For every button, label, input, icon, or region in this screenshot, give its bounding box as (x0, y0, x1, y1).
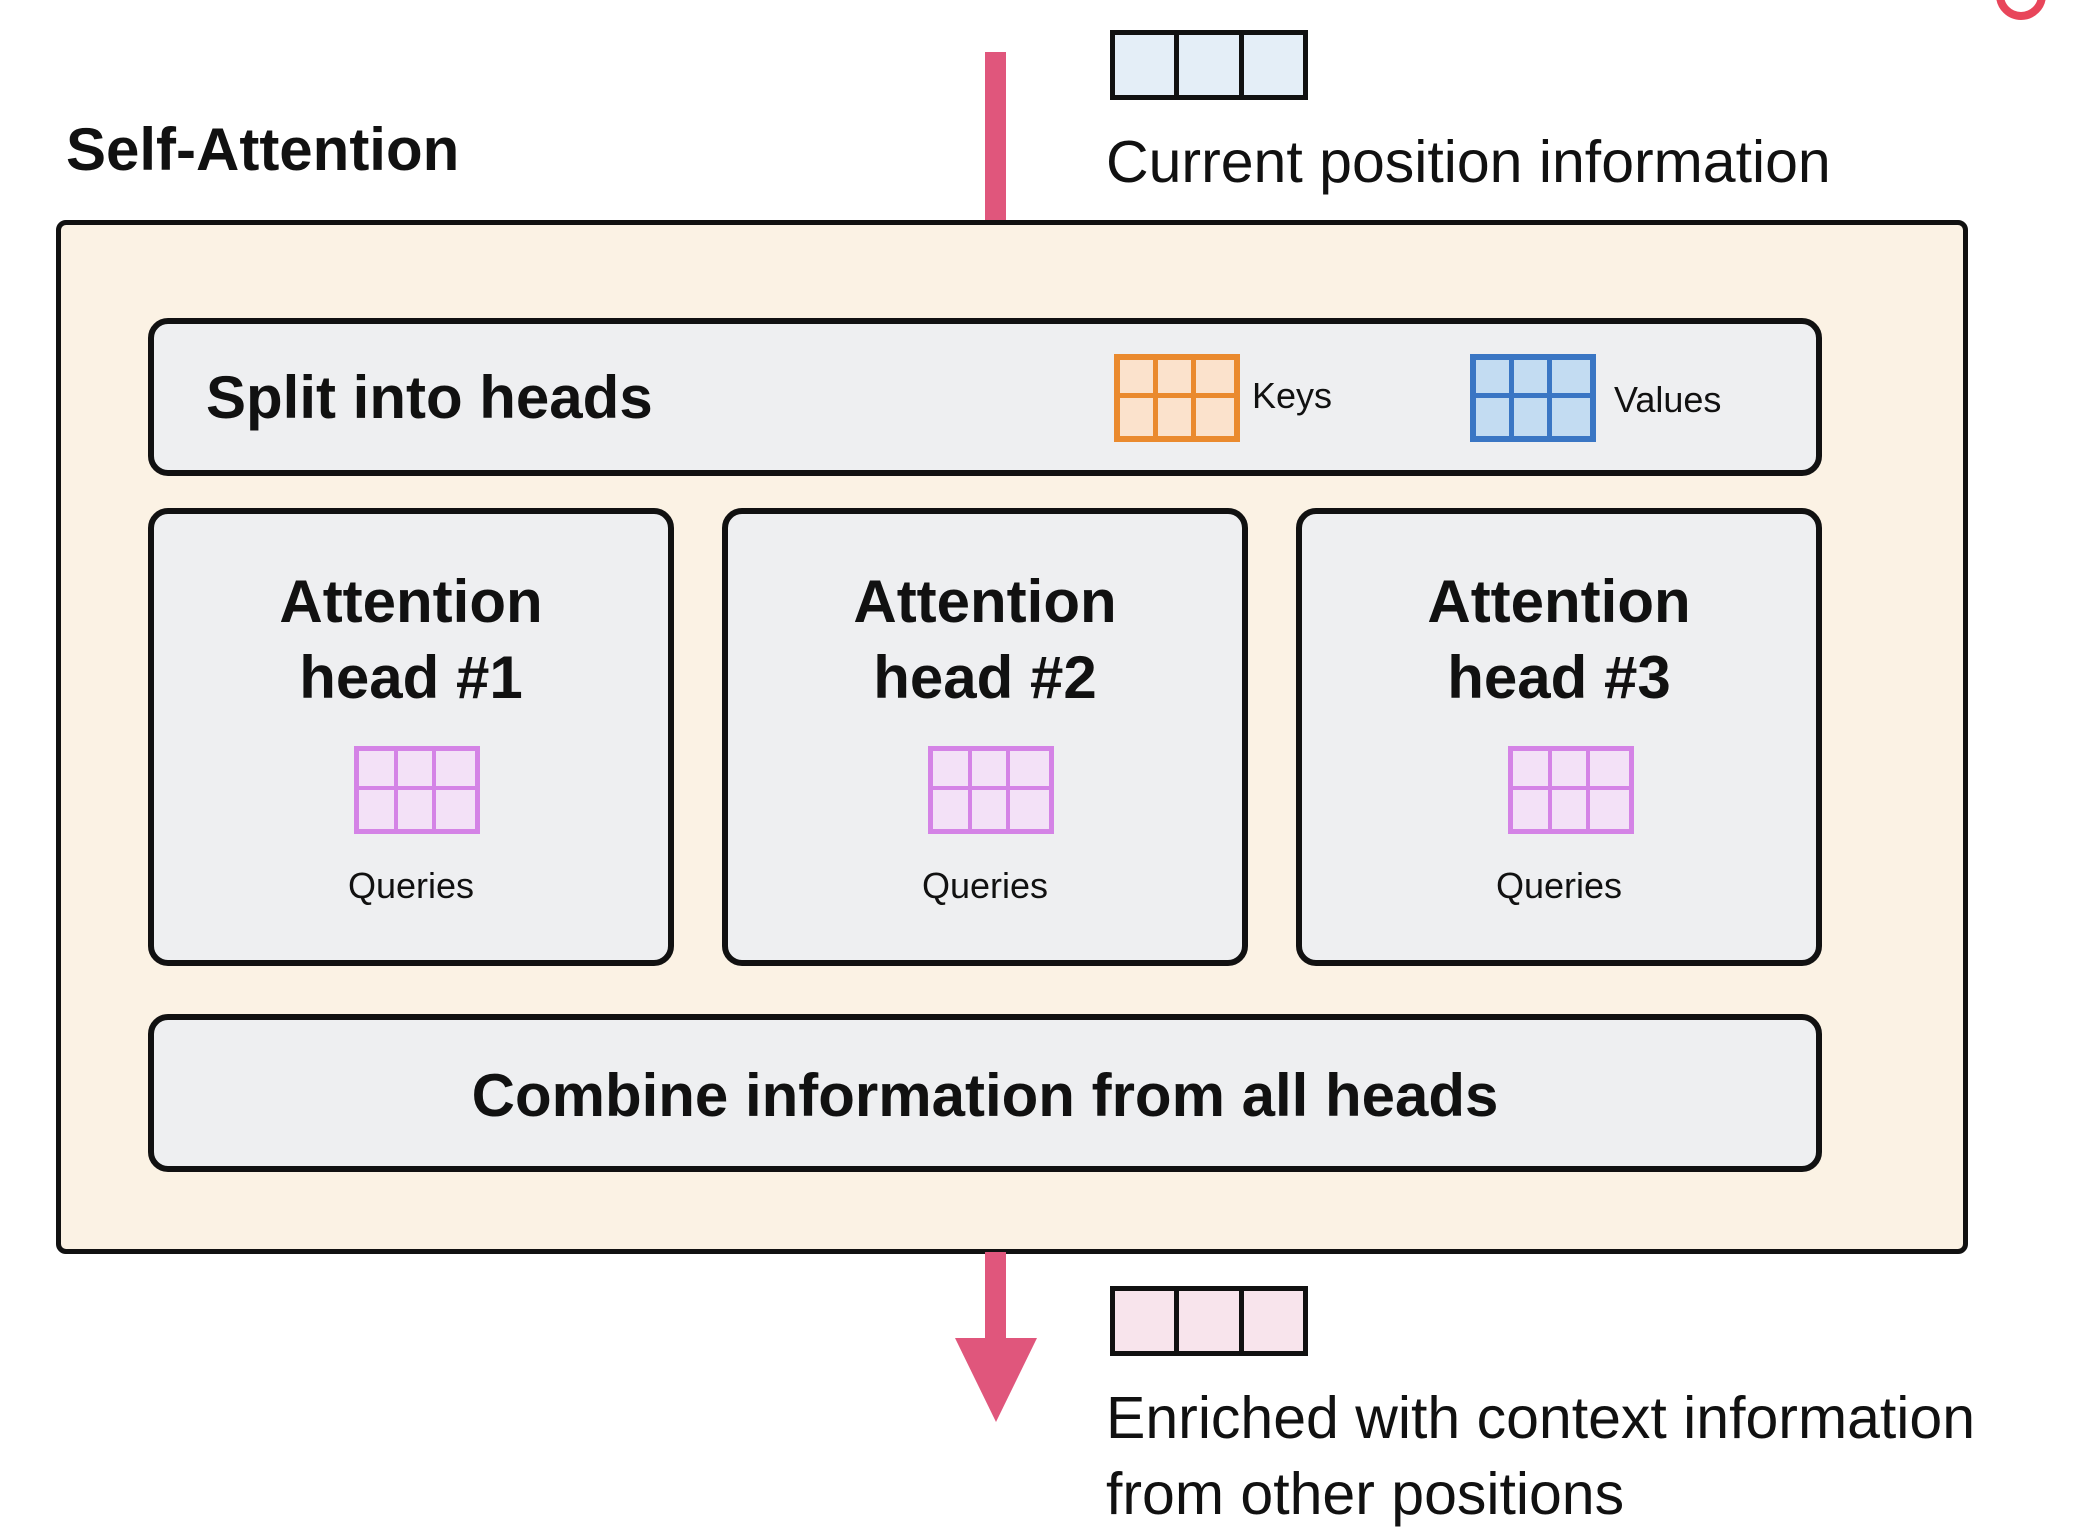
input-vector (1110, 30, 1308, 100)
values-grid-icon (1470, 354, 1596, 442)
diagram-title: Self-Attention (66, 116, 460, 183)
output-vector-cell (1179, 1291, 1244, 1351)
output-vector-cell (1243, 1291, 1303, 1351)
queries-label: Queries (347, 865, 475, 906)
input-caption: Current position information (1106, 129, 1831, 195)
input-vector-cell (1179, 35, 1244, 95)
keys-grid-icon (1114, 354, 1240, 442)
output-vector-cell (1115, 1291, 1180, 1351)
queries-label: Queries (921, 865, 1049, 906)
values-label: Values (1614, 379, 1722, 420)
attention-head-title: Attention head #2 (853, 568, 1117, 711)
combine-heads-panel: Combine information from all heads (148, 1014, 1822, 1172)
input-arrow (985, 52, 1006, 222)
queries-grid-icon (928, 746, 1054, 834)
output-arrow (985, 1252, 1006, 1342)
input-vector-cell (1243, 35, 1303, 95)
queries-grid-icon (354, 746, 480, 834)
attention-head-title: Attention head #3 (1427, 568, 1691, 711)
attention-head-1: Attention head #1 Queries (148, 508, 674, 966)
output-vector (1110, 1286, 1308, 1356)
split-label: Split into heads (206, 364, 653, 431)
split-into-heads-panel: Split into heads Keys Values (148, 318, 1822, 476)
queries-grid-icon (1508, 746, 1634, 834)
queries-label: Queries (1495, 865, 1623, 906)
combine-label: Combine information from all heads (471, 1062, 1499, 1129)
output-caption-line-1: Enriched with context information (1106, 1385, 1976, 1451)
keys-label: Keys (1252, 375, 1333, 416)
output-caption-line-2: from other positions (1106, 1461, 1625, 1527)
attention-head-2: Attention head #2 Queries (722, 508, 1248, 966)
input-vector-cell (1115, 35, 1180, 95)
attention-head-3: Attention head #3 Queries (1296, 508, 1822, 966)
output-arrow-head (955, 1338, 1037, 1422)
attention-head-title: Attention head #1 (279, 568, 543, 711)
logo-icon (1996, 0, 2046, 20)
